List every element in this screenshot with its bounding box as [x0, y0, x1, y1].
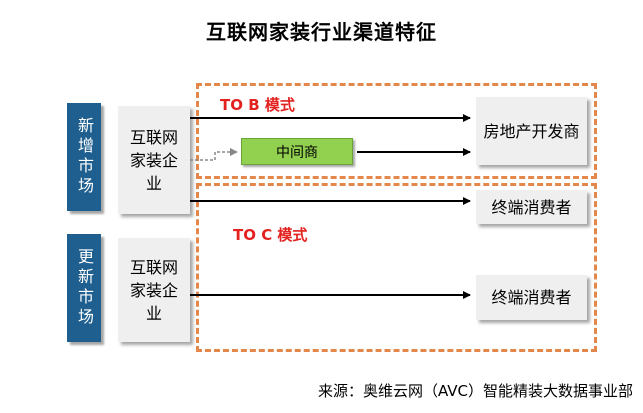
source-note: 来源：奥维云网（AVC）智能精装大数据事业部 — [317, 382, 633, 400]
developer-box: 房地产开发商 — [476, 97, 587, 165]
consumer-box-top: 终端消费者 — [476, 190, 587, 224]
tob-mode-label: TO B 模式 — [220, 96, 295, 114]
consumer-box-bottom: 终端消费者 — [476, 275, 587, 320]
diagram-title: 互联网家装行业渠道特征 — [206, 20, 437, 44]
company-box-top: 互联网家装企业 — [118, 106, 190, 214]
tob-region — [196, 83, 597, 179]
company-box-bottom: 互联网家装企业 — [118, 238, 190, 342]
toc-region — [196, 183, 597, 352]
arrow-company-to-middleman — [190, 148, 238, 161]
renewal-market-tab: 更新市场 — [67, 234, 101, 342]
new-market-tab: 新增市场 — [67, 103, 101, 211]
middleman-box: 中间商 — [241, 138, 353, 165]
toc-mode-label: TO C 模式 — [233, 226, 308, 244]
